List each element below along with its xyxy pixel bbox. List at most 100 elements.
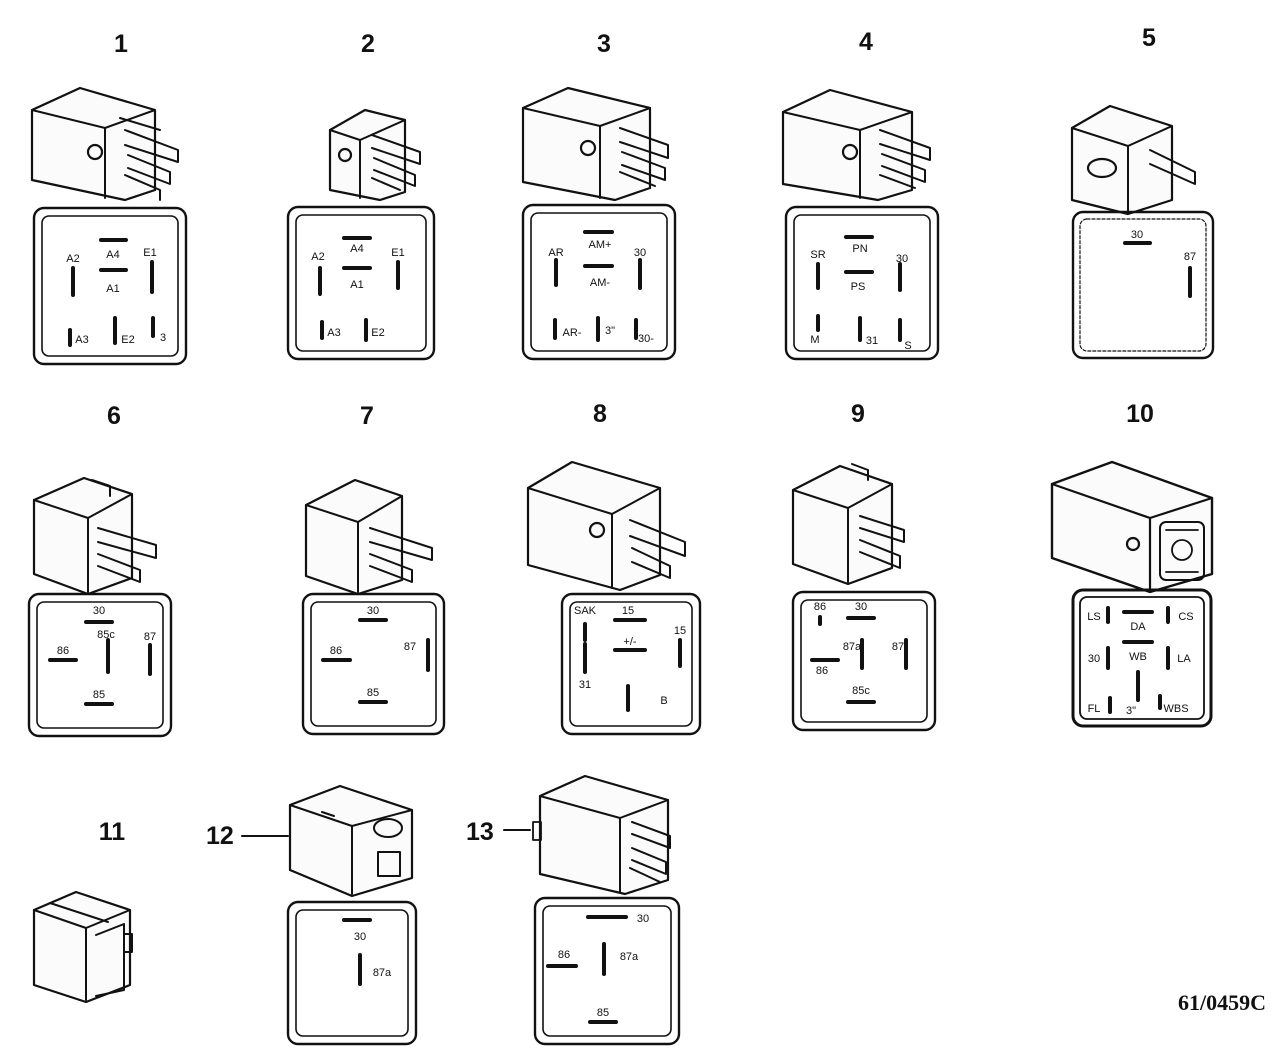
relay-housing bbox=[521, 86, 669, 202]
pin-face bbox=[521, 203, 677, 361]
terminal-label: 86 bbox=[816, 665, 828, 677]
relay-housing bbox=[791, 463, 905, 586]
pin-face bbox=[301, 592, 446, 736]
terminal-labels: 30 86 85c 87 85 bbox=[57, 605, 156, 701]
terminal-label: 30 bbox=[634, 247, 646, 259]
terminal-label: A1 bbox=[106, 283, 119, 295]
pin-face bbox=[286, 900, 418, 1046]
terminal-label: E2 bbox=[371, 327, 384, 339]
terminal-label: 87 bbox=[892, 641, 904, 653]
terminal-label: AM- bbox=[590, 277, 611, 289]
terminal-label: 30 bbox=[855, 601, 867, 613]
pin-face bbox=[286, 205, 436, 361]
terminal-label: SR bbox=[810, 249, 825, 261]
relay-number: 8 bbox=[593, 400, 607, 428]
terminal-label: SAK bbox=[574, 605, 597, 617]
relay-number: 12 bbox=[206, 822, 234, 850]
terminal-label: 31 bbox=[866, 335, 878, 347]
pin-face bbox=[560, 592, 702, 736]
relay-12: 12 30 87a bbox=[206, 784, 418, 1046]
relay-6: 6 30 86 85c 87 85 bbox=[27, 402, 173, 738]
terminal-label: 87 bbox=[1184, 251, 1196, 263]
relay-7: 7 30 86 87 85 bbox=[301, 402, 446, 736]
relay-5: 5 30 87 bbox=[1070, 24, 1215, 360]
terminal-label: LS bbox=[1087, 611, 1100, 623]
terminal-label: PS bbox=[851, 281, 866, 293]
terminal-label: 30 bbox=[354, 931, 366, 943]
terminal-label: 15 bbox=[674, 625, 686, 637]
terminal-label: A2 bbox=[311, 251, 324, 263]
relay-housing bbox=[781, 88, 931, 202]
terminal-label: A3 bbox=[327, 327, 340, 339]
terminal-label: 85 bbox=[597, 1007, 609, 1019]
terminal-label: CS bbox=[1178, 611, 1193, 623]
terminal-label: 85c bbox=[852, 685, 870, 697]
relay-number: 13 bbox=[466, 818, 494, 846]
terminal-label: AR bbox=[548, 247, 563, 259]
relay-10: 10 LS DA CS 30 WB LA FL 3" WBS bbox=[1050, 400, 1214, 728]
terminal-label: 30 bbox=[1088, 653, 1100, 665]
terminal-labels: 86 30 87a 87 86 85c bbox=[814, 601, 904, 697]
terminal-label: 87a bbox=[843, 641, 862, 653]
relay-2: 2 A4 A1 A2 E1 A3 E2 bbox=[286, 30, 436, 361]
terminal-label: DA bbox=[1130, 621, 1146, 633]
relay-1: 1 A4 A1 A2 E1 A3 E2 3 bbox=[30, 30, 188, 366]
pin-face bbox=[27, 592, 173, 738]
terminal-labels: 30 86 87a 85 bbox=[558, 913, 649, 1019]
relay-number: 10 bbox=[1126, 400, 1154, 428]
relay-number: 2 bbox=[361, 30, 375, 58]
terminal-label: 30 bbox=[93, 605, 105, 617]
relay-13: 13 30 86 87a 85 bbox=[466, 774, 681, 1046]
terminal-label: 85c bbox=[97, 629, 115, 641]
relay-number: 9 bbox=[851, 400, 865, 428]
relay-housing bbox=[30, 86, 179, 202]
terminal-label: S bbox=[904, 340, 911, 352]
terminal-labels: 30 87 bbox=[1131, 229, 1196, 263]
pin-face bbox=[784, 205, 940, 361]
terminal-label: 86 bbox=[330, 645, 342, 657]
terminal-labels: SAK 15 +/- 15 31 B bbox=[574, 605, 686, 707]
terminal-label: 85 bbox=[367, 687, 379, 699]
relay-11: 11 bbox=[32, 818, 133, 1004]
terminal-label: 87a bbox=[620, 951, 639, 963]
drawing-reference-code: 61/0459C bbox=[1178, 990, 1266, 1015]
terminal-label: 86 bbox=[814, 601, 826, 613]
terminal-label: LA bbox=[1177, 653, 1191, 665]
relay-housing bbox=[328, 108, 421, 202]
pin-face bbox=[1071, 588, 1213, 728]
terminal-label: A3 bbox=[75, 334, 88, 346]
terminal-label: E2 bbox=[121, 334, 134, 346]
terminal-label: A1 bbox=[350, 279, 363, 291]
terminal-labels: AM+ AM- AR 30 AR- 3" 30- bbox=[548, 239, 654, 345]
terminal-label: WBS bbox=[1163, 703, 1188, 715]
pin-face bbox=[791, 590, 937, 732]
relay-number: 3 bbox=[597, 30, 611, 58]
terminal-label: 30 bbox=[637, 913, 649, 925]
terminal-label: A4 bbox=[350, 243, 363, 255]
relay-number: 11 bbox=[99, 818, 126, 846]
relay-housing bbox=[1070, 104, 1196, 216]
relay-number: 4 bbox=[859, 28, 873, 56]
terminal-label: AM+ bbox=[589, 239, 612, 251]
terminal-label: M bbox=[810, 334, 819, 346]
relay-housing bbox=[304, 478, 433, 596]
terminal-label: 87a bbox=[373, 967, 392, 979]
terminal-label: A2 bbox=[66, 253, 79, 265]
relay-number: 1 bbox=[114, 30, 128, 58]
terminal-label: 30- bbox=[638, 333, 654, 345]
relay-housing bbox=[32, 476, 157, 596]
terminal-label: 86 bbox=[558, 949, 570, 961]
relay-housing bbox=[526, 460, 686, 592]
terminal-label: FL bbox=[1088, 703, 1101, 715]
terminal-label: 15 bbox=[622, 605, 634, 617]
terminal-label: PN bbox=[852, 243, 867, 255]
relay-4: 4 PN PS SR 30 M 31 S bbox=[781, 28, 940, 361]
terminal-label: 3" bbox=[605, 325, 615, 337]
relay-number: 7 bbox=[360, 402, 374, 430]
terminal-labels: A4 A1 A2 E1 A3 E2 bbox=[311, 243, 404, 339]
terminal-label: E1 bbox=[391, 247, 404, 259]
pin-face bbox=[32, 206, 188, 366]
pin-face bbox=[533, 896, 681, 1046]
